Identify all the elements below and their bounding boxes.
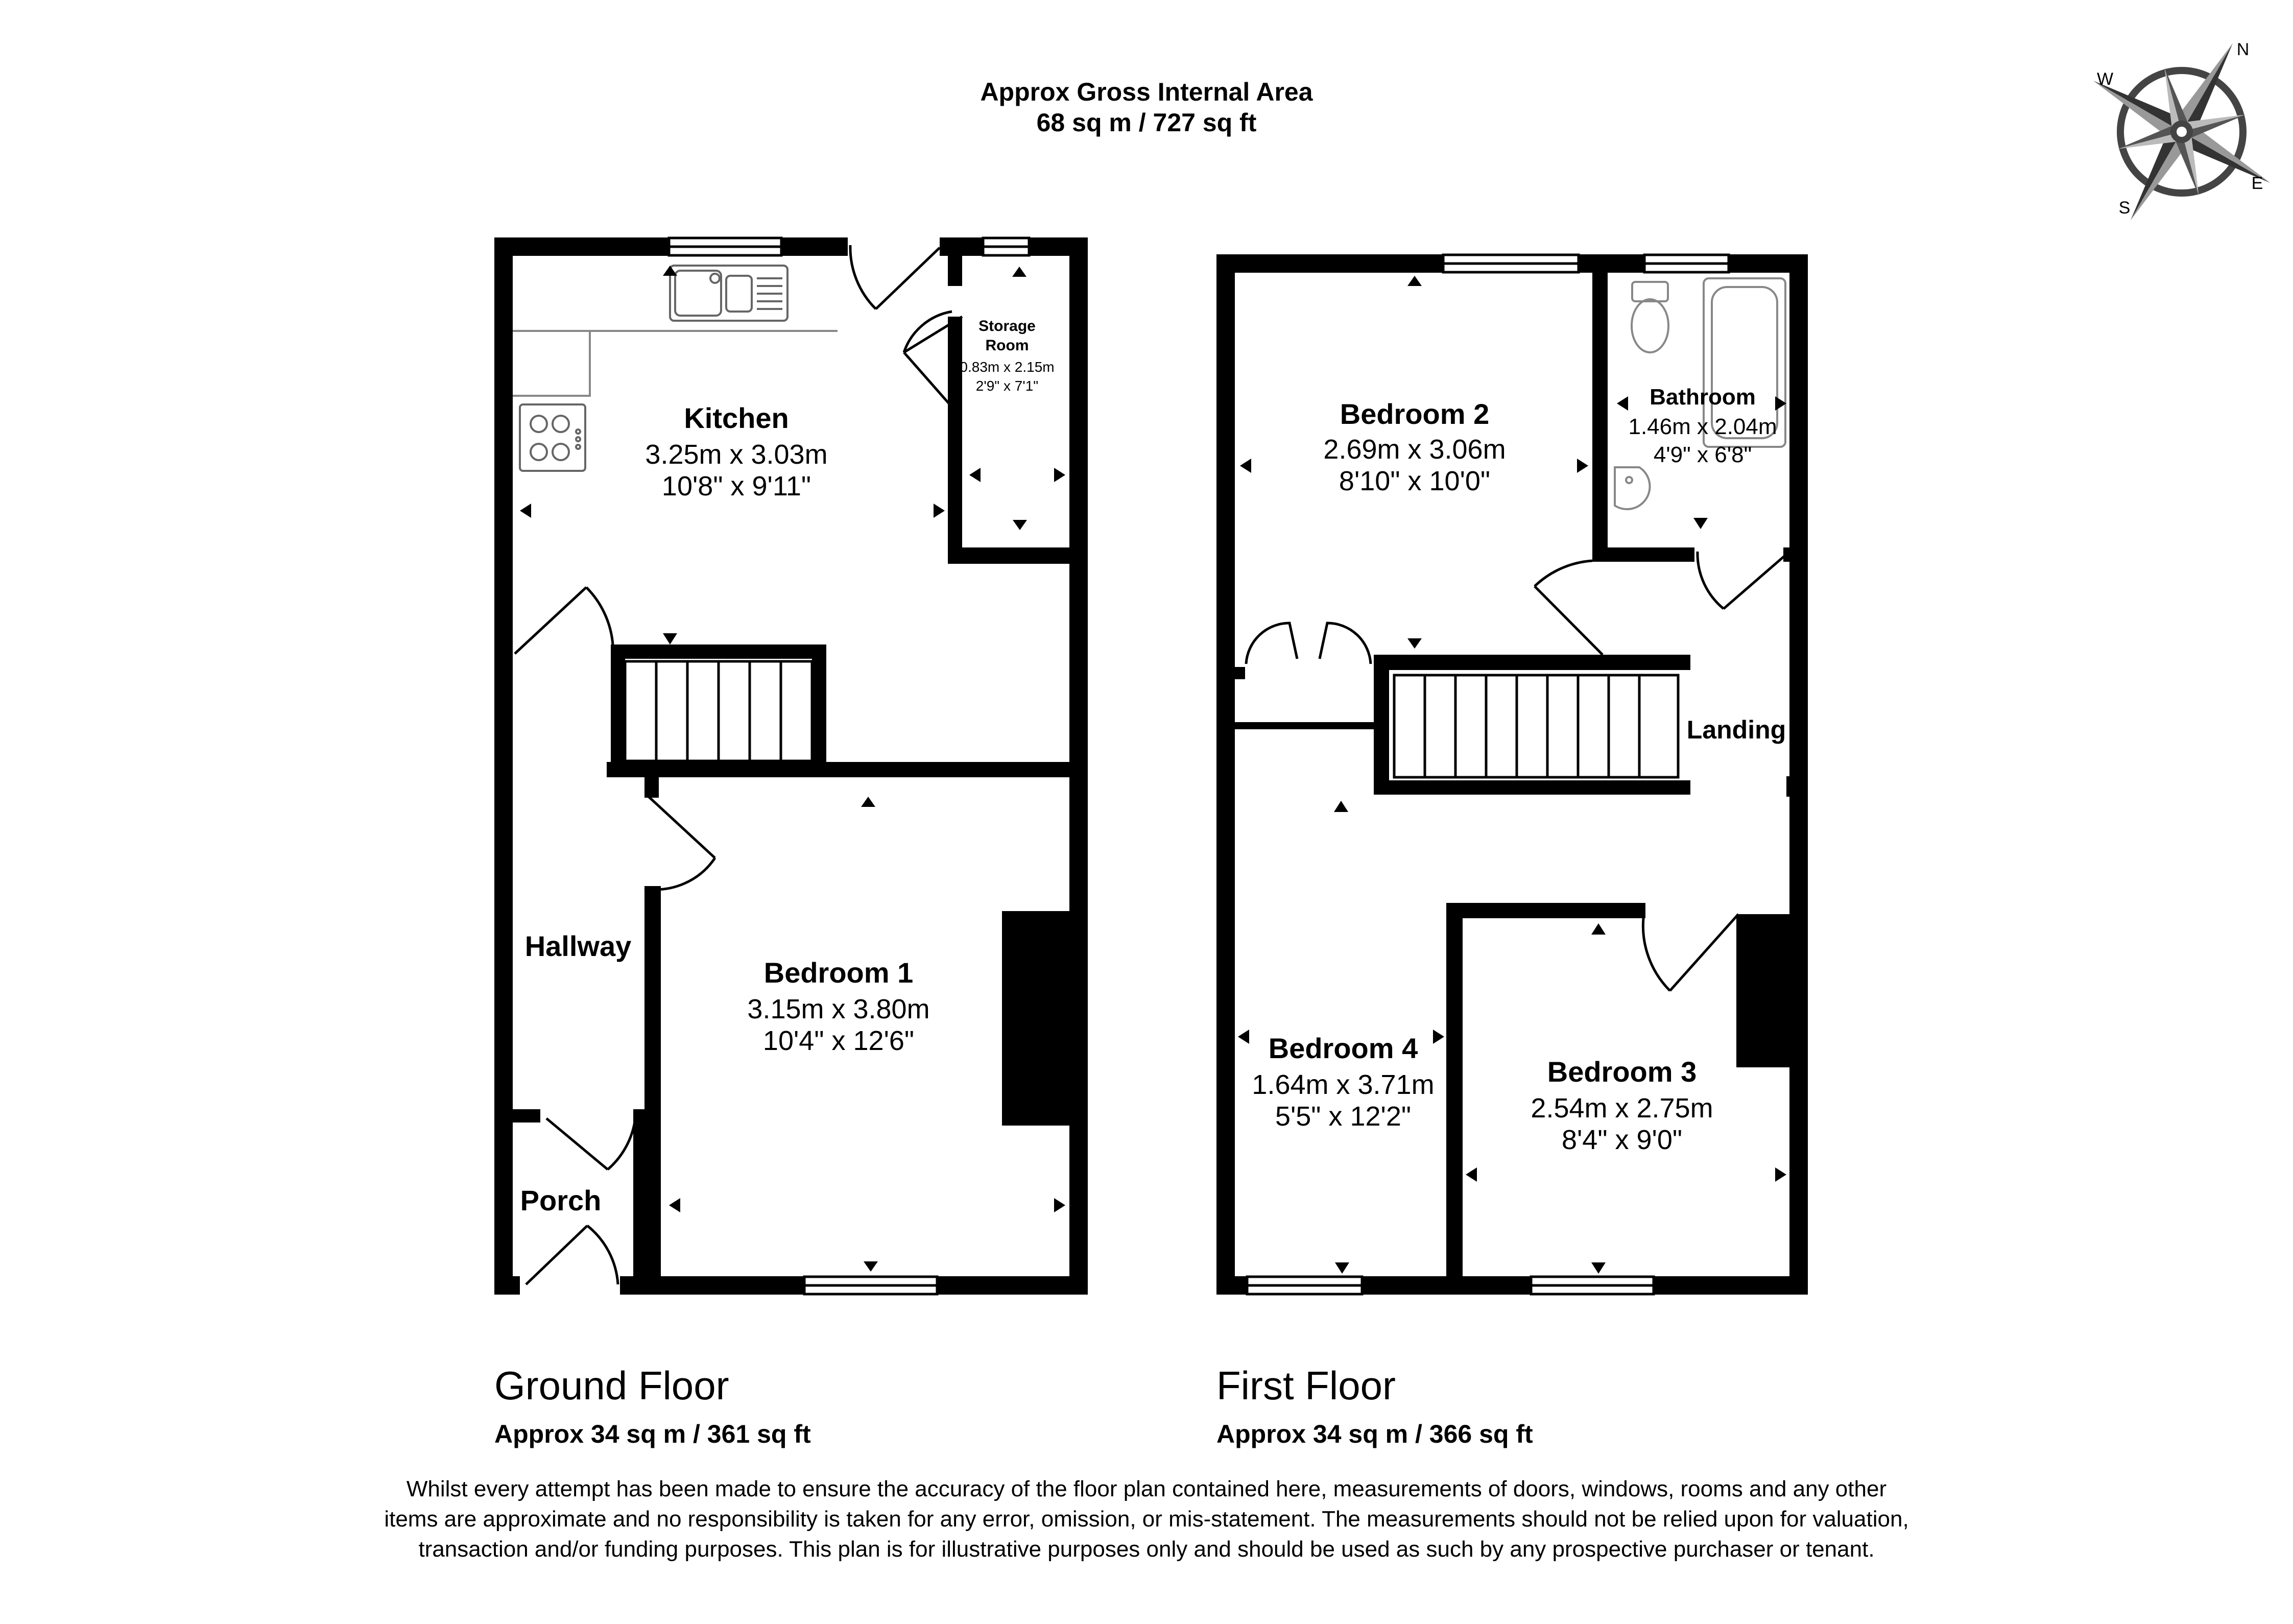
landing-name: Landing: [1687, 715, 1786, 744]
storage-imperial: 2'9" x 7'1": [976, 378, 1038, 394]
gf-porch-wall-east: [633, 1109, 648, 1293]
bedroom3-metric: 2.54m x 2.75m: [1531, 1093, 1713, 1124]
bedroom1-imperial: 10'4" x 12'6": [763, 1025, 914, 1056]
ff-bath-wall-south: [1592, 547, 1694, 562]
ff-bed3-wall-north: [1446, 903, 1645, 918]
storage-name-1: Storage: [978, 318, 1036, 335]
gf-wall-east: [1069, 237, 1088, 1295]
bedroom1-metric: 3.15m x 3.80m: [747, 994, 929, 1024]
ff-stair-wall-top: [1374, 655, 1690, 670]
bedroom4-imperial: 5'5" x 12'2": [1275, 1101, 1411, 1132]
ff-chimney-breast: [1736, 914, 1789, 1067]
first-floor-area: Approx 34 sq m / 366 sq ft: [1216, 1420, 1533, 1448]
hallway-name: Hallway: [525, 930, 632, 962]
gf-wall-kitchen-bed1: [607, 762, 1071, 777]
gf-wall-hall-stub: [644, 777, 659, 798]
kitchen-name: Kitchen: [684, 402, 789, 434]
gross-area-value: 68 sq m / 727 sq ft: [1036, 108, 1257, 137]
ff-bed2-wall-south: [1231, 722, 1379, 729]
bedroom1-name: Bedroom 1: [764, 957, 914, 989]
bathroom-name: Bathroom: [1650, 385, 1756, 410]
compass-s: S: [2119, 198, 2131, 218]
gross-area-title: Approx Gross Internal Area: [980, 78, 1313, 106]
gf-stair-wall-top: [611, 644, 825, 659]
ff-wall-bed4-bed3: [1446, 903, 1463, 1295]
first-floor-plan: Bedroom 2 2.69m x 3.06m 8'10" x 10'0" Ba…: [1216, 253, 1808, 1296]
gf-stair-wall-left: [611, 644, 625, 776]
gf-wall-west: [494, 237, 513, 1295]
bedroom2-name: Bedroom 2: [1340, 398, 1490, 430]
ff-stair-wall-bottom: [1374, 780, 1690, 795]
bedroom2-imperial: 8'10" x 10'0": [1339, 466, 1490, 496]
gf-windows: [667, 236, 1031, 1296]
ff-measure-arrows: [1238, 276, 1786, 1274]
compass-e: E: [2252, 174, 2263, 193]
compass-n: N: [2237, 40, 2250, 59]
ff-bath-wall-west: [1592, 254, 1608, 560]
gf-chimney-breast: [1002, 911, 1071, 1126]
compass-w: W: [2097, 69, 2113, 89]
kitchen-metric: 3.25m x 3.03m: [645, 439, 827, 470]
bathroom-metric: 1.46m x 2.04m: [1628, 414, 1777, 439]
storage-name-2: Room: [986, 337, 1029, 354]
bathroom-imperial: 4'9" x 6'8": [1654, 442, 1752, 467]
gf-storage-wall-south: [948, 547, 1081, 564]
bedroom4-metric: 1.64m x 3.71m: [1252, 1069, 1434, 1100]
ff-wall-west: [1216, 254, 1235, 1295]
bedroom3-name: Bedroom 3: [1547, 1056, 1697, 1088]
first-floor-title: First Floor: [1216, 1363, 1396, 1408]
gf-doors: [514, 245, 963, 1285]
gf-measure-arrows: [520, 266, 1065, 1272]
ff-wall-east: [1789, 254, 1808, 1295]
ground-floor-plan: Kitchen 3.25m x 3.03m 10'8" x 9'11" Stor…: [494, 236, 1088, 1296]
compass-rose-icon: N E S W: [2093, 40, 2271, 221]
gf-wall-south-left: [494, 1276, 520, 1295]
bedroom3-imperial: 8'4" x 9'0": [1562, 1125, 1682, 1155]
gf-hob-icon: [519, 403, 586, 472]
ff-windows: [1246, 253, 1730, 1296]
porch-name: Porch: [520, 1184, 602, 1216]
storage-metric: 0.83m x 2.15m: [960, 359, 1054, 375]
ff-doors: [1245, 551, 1789, 992]
gf-sink-icon: [669, 265, 789, 322]
ff-landing-mark: [1786, 776, 1789, 797]
disclaimer-text: Whilst every attempt has been made to en…: [384, 1476, 1909, 1562]
ff-bath-fixtures: [1614, 277, 1786, 510]
ff-staircase: [1393, 674, 1680, 779]
bedroom4-name: Bedroom 4: [1269, 1032, 1418, 1064]
gf-stair-wall-right: [812, 644, 826, 776]
gf-kitchen-counter: [513, 330, 838, 397]
ground-floor-title: Ground Floor: [494, 1363, 729, 1408]
ground-floor-area: Approx 34 sq m / 361 sq ft: [494, 1420, 811, 1448]
gf-staircase: [624, 660, 814, 762]
ff-bed2-wall-stub: [1235, 667, 1245, 679]
bedroom2-metric: 2.69m x 3.06m: [1323, 434, 1506, 465]
gf-porch-wall-top: [494, 1109, 540, 1123]
kitchen-imperial: 10'8" x 9'11": [662, 471, 811, 501]
